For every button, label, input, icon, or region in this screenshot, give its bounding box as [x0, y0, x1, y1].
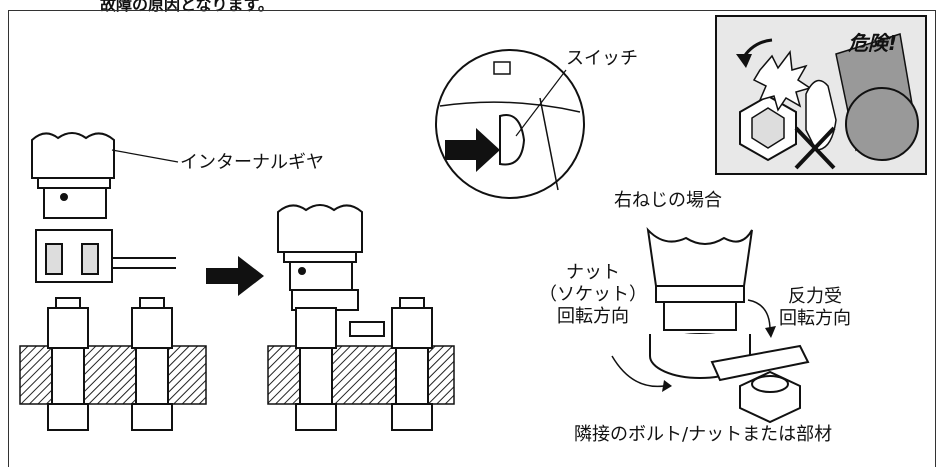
nut-rotation-arrowhead-icon: [662, 380, 672, 392]
nut-rotation-arrow-icon: [611, 355, 665, 388]
reaction-line1: 反力受: [788, 286, 842, 307]
switch-detail: [435, 49, 585, 199]
adjacent-parts-label: 隣接のボルト/ナットまたは部材: [574, 424, 833, 445]
transition-arrow-icon: [206, 256, 264, 296]
center-tool-head: [277, 204, 363, 311]
center-plate-assembly: [267, 297, 455, 431]
reaction-rotation-arrowhead-icon: [765, 326, 776, 338]
switch-label: スイッチ: [566, 48, 638, 69]
left-plate-assembly: [19, 297, 207, 431]
danger-label: 危険!: [848, 31, 898, 55]
nut-socket-line2: （ソケット）: [539, 284, 647, 305]
internal-gear-label: インターナルギヤ: [180, 152, 324, 173]
danger-panel: [715, 15, 927, 175]
right-thread-tool: [646, 227, 810, 424]
reaction-rotation-arrow-icon: [747, 299, 771, 331]
left-tool-head: [31, 132, 176, 283]
nut-socket-line3: 回転方向: [557, 306, 629, 327]
internal-gear-leader: [111, 149, 179, 163]
nut-socket-line1: ナット: [566, 262, 620, 283]
reaction-rotation-label: 反力受 回転方向: [770, 286, 860, 330]
reaction-line2: 回転方向: [779, 308, 851, 329]
switch-leader: [515, 69, 567, 137]
nut-socket-rotation-label: ナット （ソケット） 回転方向: [538, 262, 648, 328]
right-thread-case-label: 右ねじの場合: [614, 190, 722, 211]
figure-frame: [8, 10, 936, 467]
